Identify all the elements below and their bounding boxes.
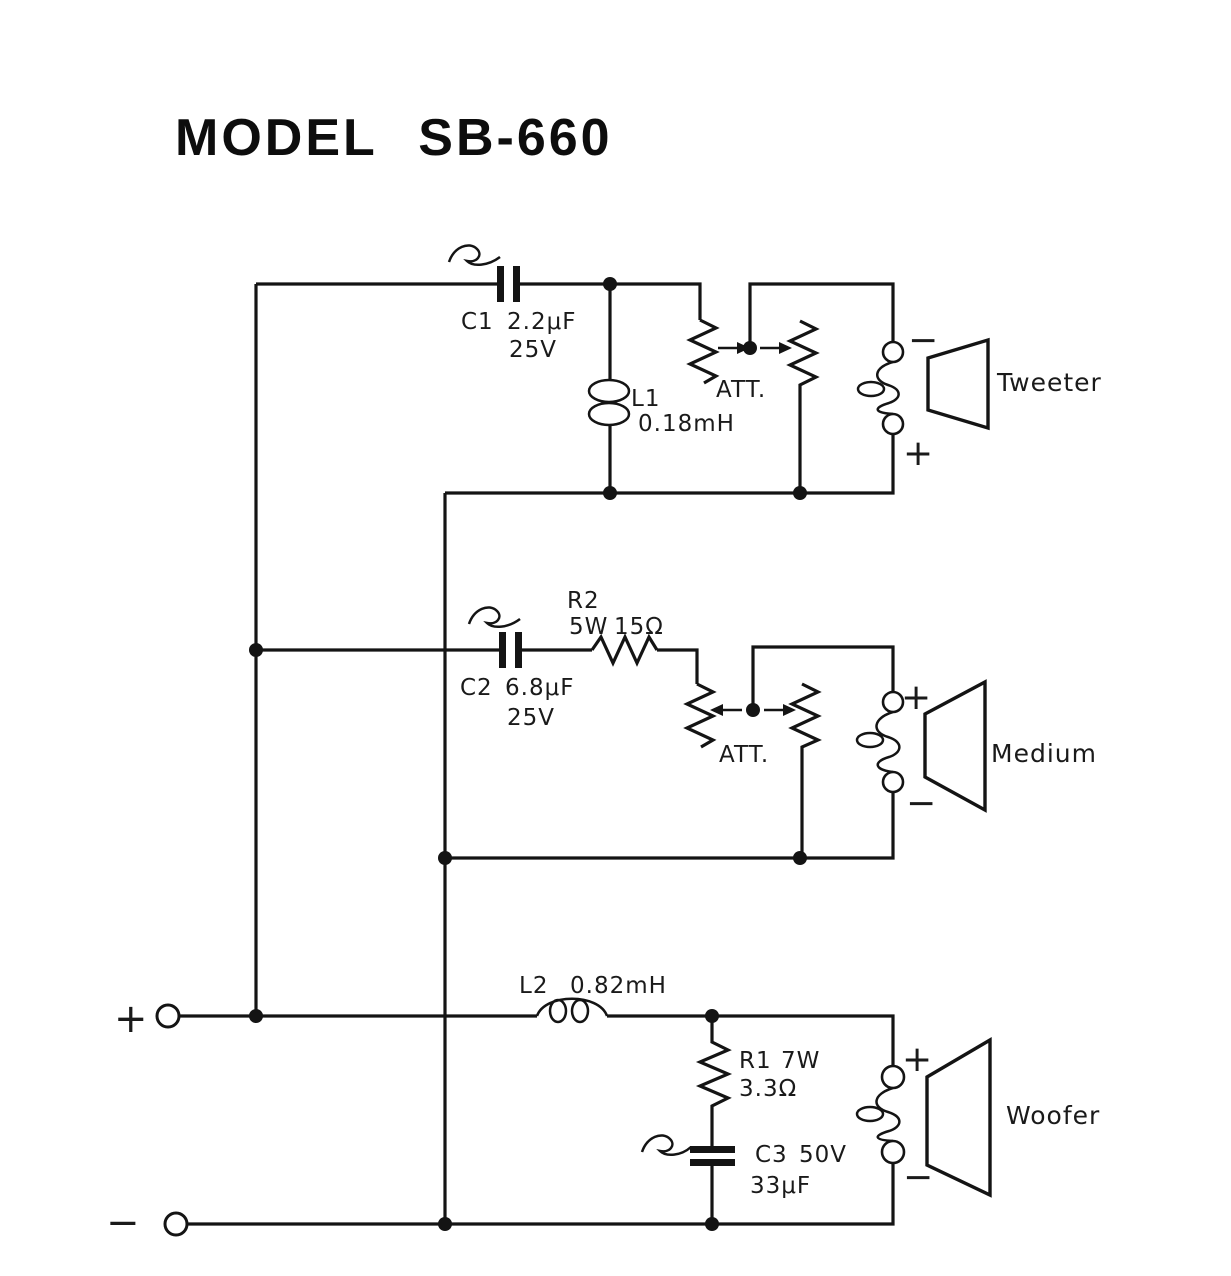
- tweeter-section: C1 2.2μF 25V L1 0.18mH ATT. − + Tweeter: [256, 244, 1102, 500]
- l1-value-label: 0.18mH: [638, 411, 735, 437]
- voice-coil-medium: [875, 710, 901, 774]
- r1-value-label: 3.3Ω: [739, 1076, 797, 1102]
- junction-dot: [438, 1217, 452, 1231]
- nonpolar-capacitor-mark: [467, 606, 521, 628]
- tweeter-label: Tweeter: [996, 368, 1102, 397]
- att-resistor-left: [683, 682, 717, 749]
- speaker-cone-tweeter: [926, 337, 990, 431]
- c2-value-label: 6.8μF: [505, 675, 574, 701]
- c1-ref-label: C1: [461, 309, 494, 335]
- voice-coil-terminal: [880, 1139, 906, 1165]
- tweeter-bottom-polarity: +: [903, 433, 933, 474]
- r2-ref-label: R2: [567, 588, 600, 614]
- tweeter-top-polarity: −: [908, 320, 938, 361]
- woofer-top-polarity: +: [902, 1039, 932, 1080]
- voice-coil-loop: [856, 380, 886, 398]
- capacitor-c3-plate: [690, 1146, 735, 1153]
- resistor-r1: [695, 1016, 733, 1146]
- c2-voltage-label: 25V: [507, 705, 555, 731]
- voice-coil-terminal: [881, 412, 905, 436]
- voice-coil-woofer: [875, 1086, 901, 1143]
- att-wiper-arrow: [710, 704, 723, 716]
- page-title: MODEL SB-660: [175, 109, 613, 167]
- c3-value-label: 33μF: [750, 1173, 811, 1199]
- capacitor-c1-plate: [513, 266, 520, 302]
- r1-ref-label: R1: [739, 1048, 772, 1074]
- att-resistor-right: [788, 682, 822, 858]
- voice-coil-terminal: [880, 1064, 906, 1090]
- medium-bottom-polarity: −: [906, 783, 936, 824]
- wire: [748, 282, 895, 348]
- inductor-l1-loop: [587, 401, 631, 427]
- voice-coil-loop: [855, 731, 885, 749]
- c1-value-label: 2.2μF: [507, 309, 576, 335]
- att-resistor-right: [786, 319, 820, 493]
- capacitor-c1-plate: [497, 266, 504, 302]
- wire: [445, 793, 895, 860]
- wire: [187, 1163, 895, 1226]
- nonpolar-capacitor-mark: [640, 1134, 692, 1156]
- speaker-cone-woofer: [925, 1037, 992, 1198]
- woofer-section: + L2 0.82mH R1 7W 3.3Ω C3 50V 33μF −: [106, 973, 1100, 1246]
- junction-dot: [249, 1009, 263, 1023]
- wire: [607, 1014, 895, 1066]
- l2-value-label: 0.82mH: [570, 973, 667, 999]
- woofer-label: Woofer: [1006, 1101, 1100, 1130]
- capacitor-c2-plate: [499, 632, 506, 668]
- capacitor-c3-plate: [690, 1159, 735, 1166]
- junction-dot: [793, 486, 807, 500]
- c1-voltage-label: 25V: [509, 337, 557, 363]
- c3-ref-label: C3: [755, 1142, 788, 1168]
- voice-coil-terminal: [881, 770, 905, 794]
- wire: [657, 648, 699, 684]
- voice-coil-terminal: [881, 340, 905, 364]
- nonpolar-capacitor-mark: [447, 244, 501, 266]
- input-plus-sign: +: [114, 996, 148, 1042]
- terminal-positive: [155, 1003, 181, 1029]
- speaker-cone-medium: [923, 679, 987, 813]
- medium-top-polarity: +: [901, 677, 931, 718]
- wire: [751, 645, 895, 710]
- voice-coil-loop: [855, 1105, 885, 1123]
- att-resistor-left: [686, 318, 720, 385]
- wire: [445, 434, 895, 495]
- resistor-r2: [590, 633, 659, 667]
- inductor-l2-hump: [535, 997, 609, 1017]
- inductor-l1-loop: [587, 378, 631, 404]
- c3-voltage-label: 50V: [799, 1142, 847, 1168]
- junction-dot: [603, 486, 617, 500]
- att-medium-label: ATT.: [719, 742, 769, 768]
- att-wiper-arrow: [783, 704, 796, 716]
- junction-dot: [793, 851, 807, 865]
- r1-rating-label: 7W: [781, 1048, 820, 1074]
- inductor-l2-loop: [570, 998, 590, 1024]
- inductor-l2-loop: [548, 998, 568, 1024]
- wire: [520, 282, 702, 320]
- junction-dot: [705, 1217, 719, 1231]
- terminal-negative: [163, 1211, 189, 1237]
- input-minus-sign: −: [106, 1200, 140, 1246]
- capacitor-c2-plate: [515, 632, 522, 668]
- voice-coil-terminal: [881, 690, 905, 714]
- junction-dot: [438, 851, 452, 865]
- bus-wires: [254, 284, 447, 1224]
- att-tweeter-label: ATT.: [716, 377, 766, 403]
- l2-ref-label: L2: [519, 973, 548, 999]
- l1-ref-label: L1: [631, 386, 660, 412]
- medium-label: Medium: [991, 739, 1097, 768]
- medium-section: C2 6.8μF 25V R2 5W 15Ω ATT. + − Medium: [249, 588, 1097, 865]
- r2-rating-label: 5W: [569, 614, 608, 640]
- woofer-bottom-polarity: −: [903, 1157, 933, 1198]
- att-wiper-arrow: [779, 342, 792, 354]
- r2-value-label: 15Ω: [614, 614, 664, 640]
- c2-ref-label: C2: [460, 675, 493, 701]
- voice-coil-tweeter: [876, 360, 900, 416]
